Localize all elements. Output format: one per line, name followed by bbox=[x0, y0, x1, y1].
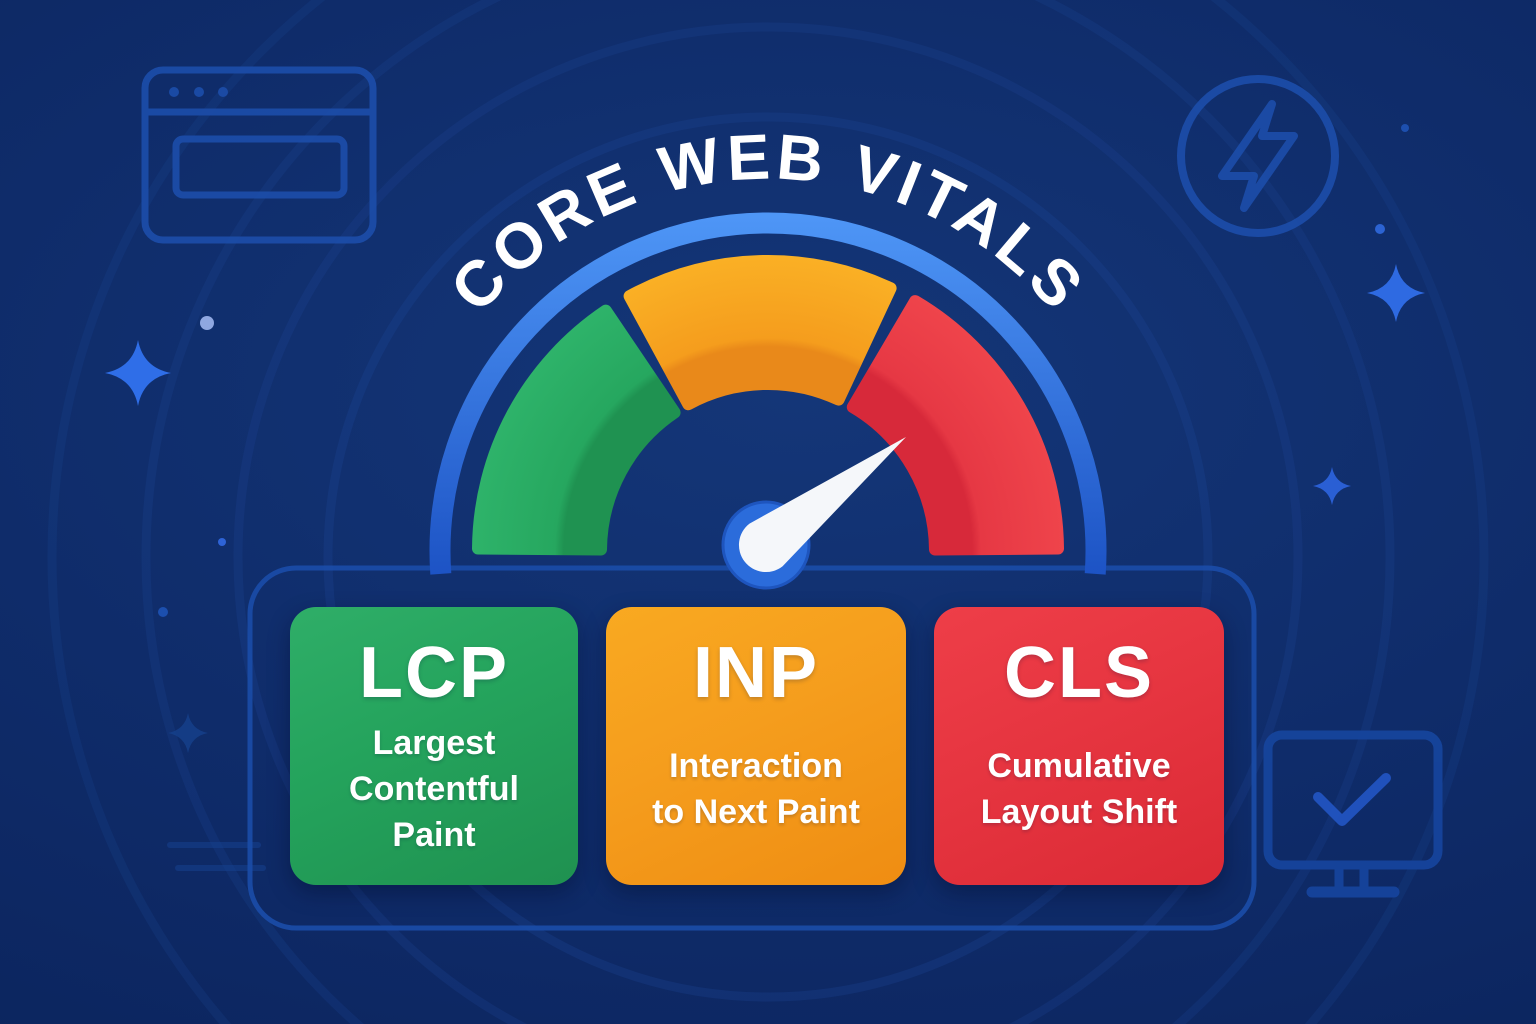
gauge-needle bbox=[738, 437, 906, 573]
monitor-check-icon bbox=[1263, 730, 1443, 898]
gauge bbox=[429, 212, 1107, 590]
gauge-outer-ring bbox=[429, 212, 1107, 575]
gauge-segment-orange bbox=[623, 255, 897, 411]
browser-window-icon bbox=[141, 66, 377, 244]
lightning-icon bbox=[1177, 75, 1339, 237]
gauge-segment-green bbox=[472, 304, 681, 556]
decor-dots bbox=[158, 124, 1409, 617]
checkmark-icon bbox=[1313, 773, 1391, 826]
cards-frame-outline bbox=[247, 565, 1257, 931]
background-concentric-circles bbox=[47, 0, 1489, 1024]
